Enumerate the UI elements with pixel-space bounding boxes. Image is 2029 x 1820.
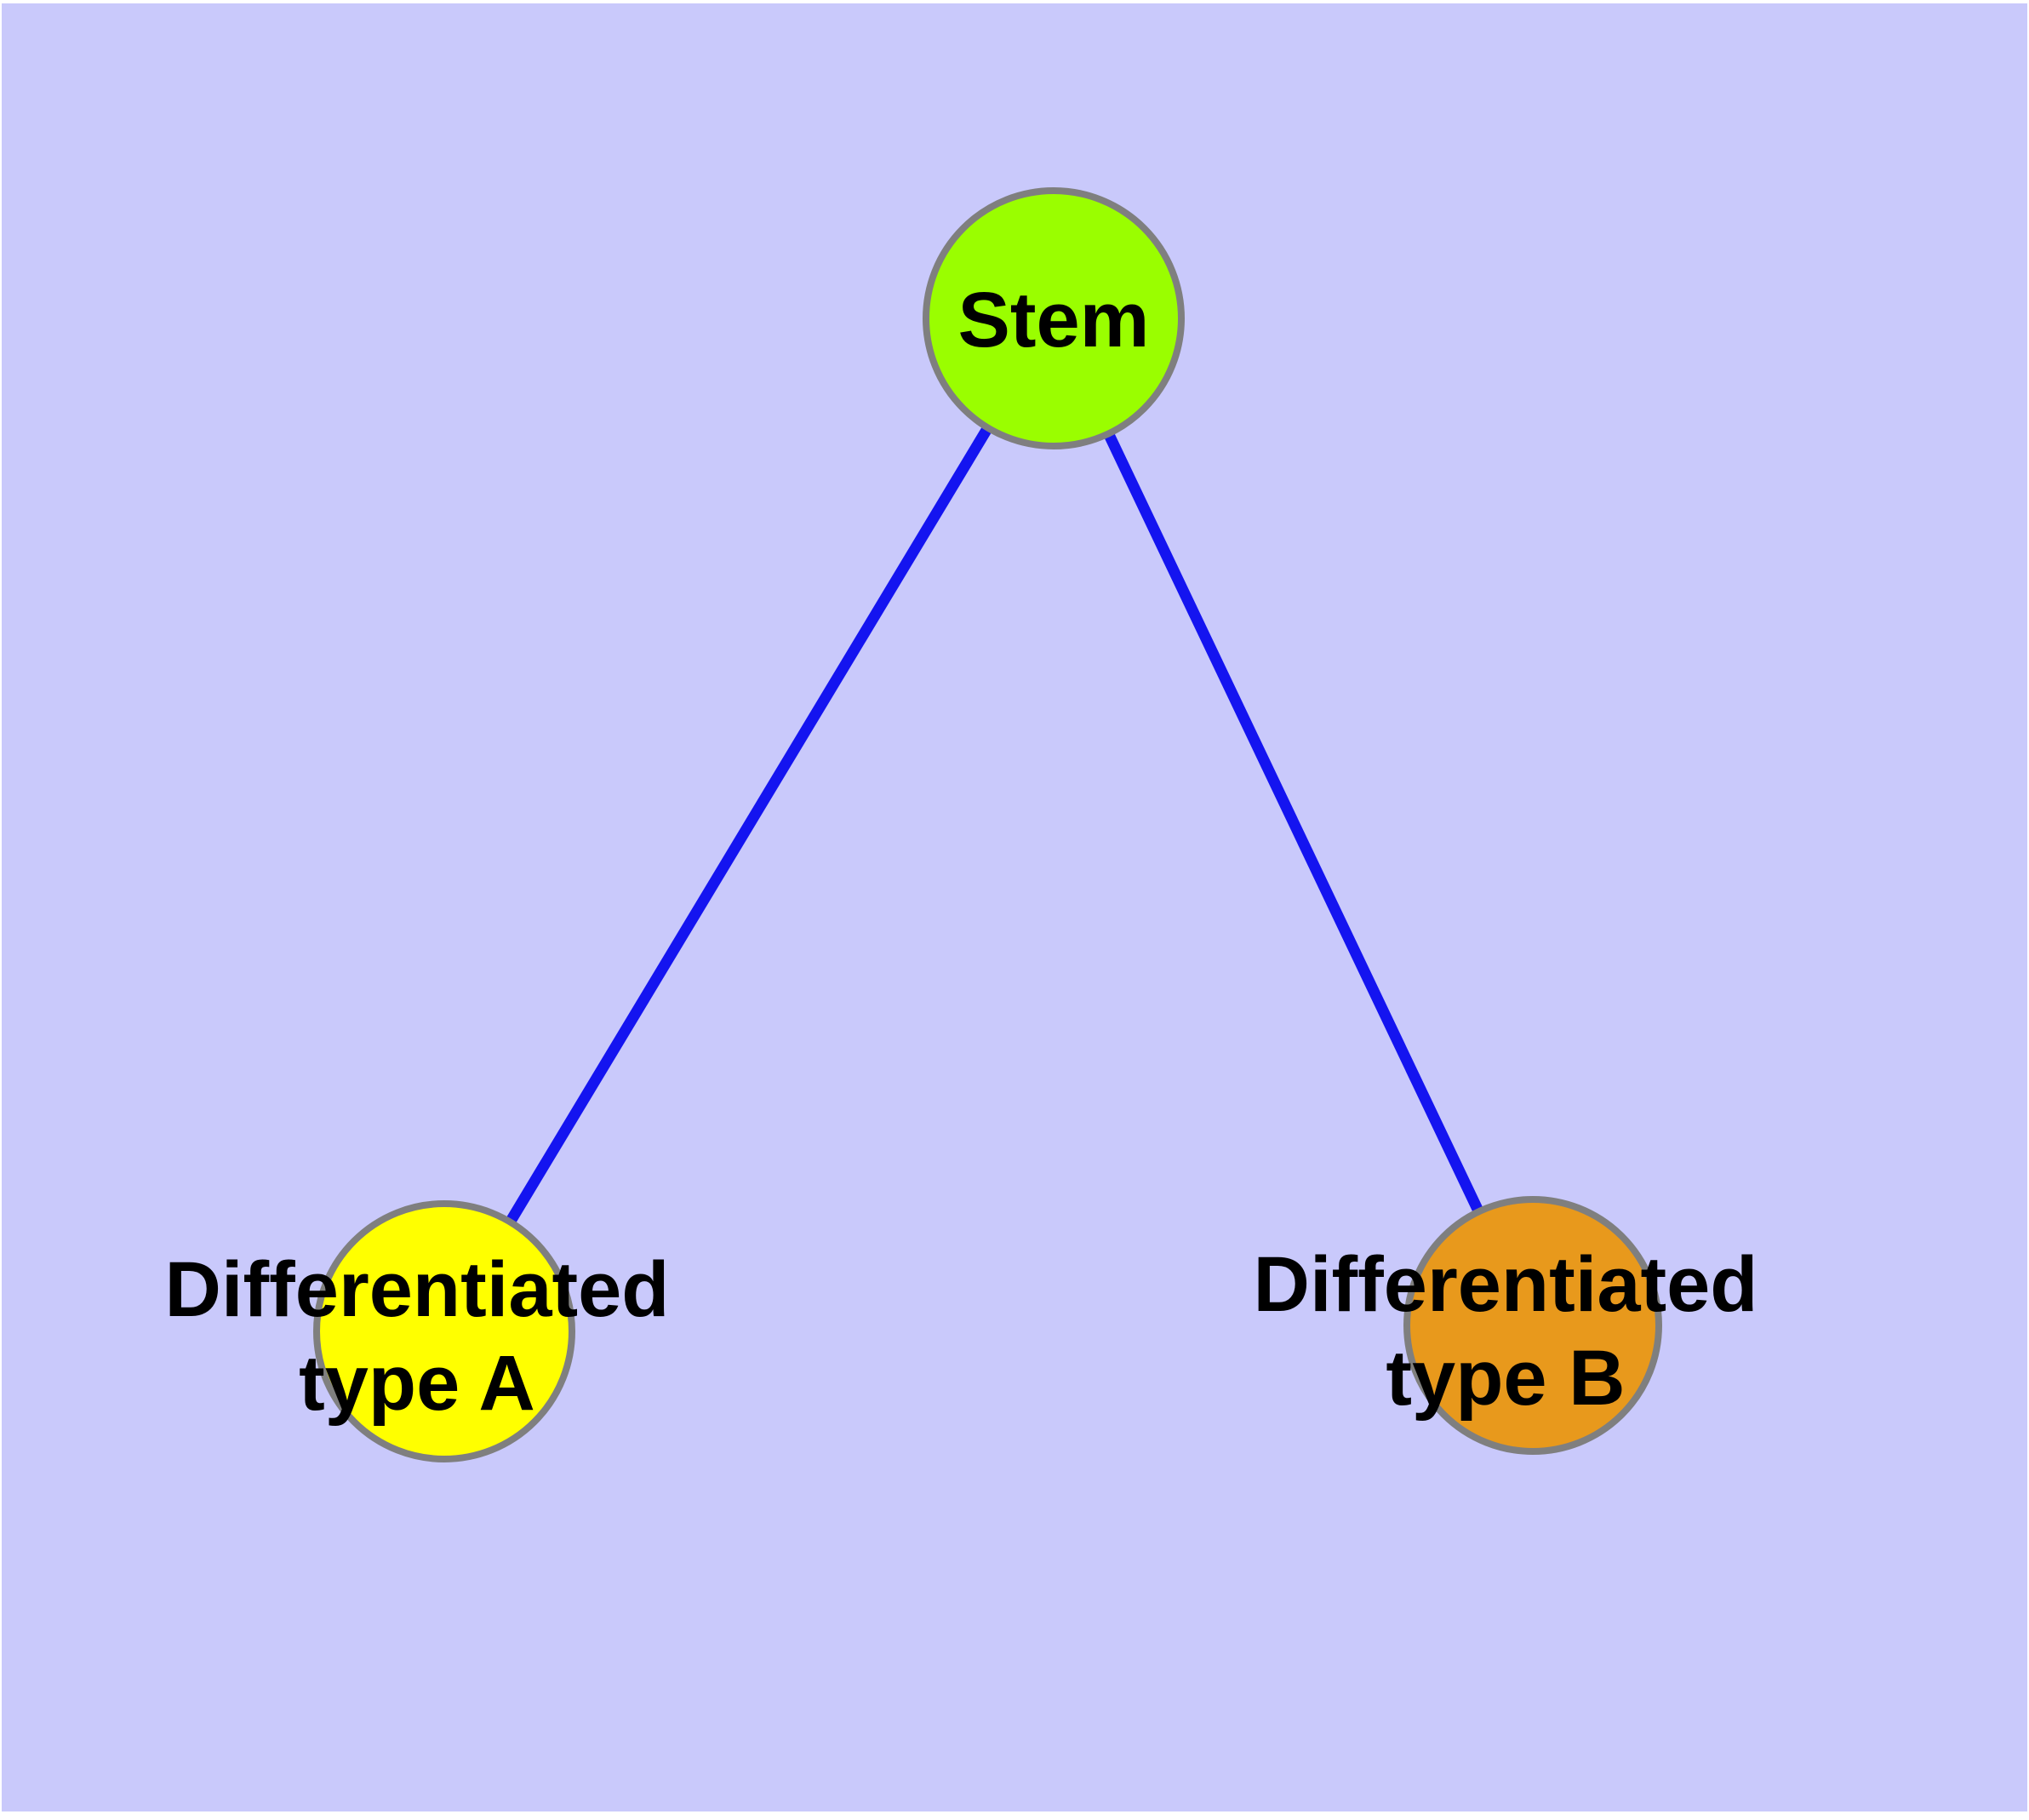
stem-label-text: Stem xyxy=(958,277,1150,363)
type-a-node xyxy=(313,1200,575,1462)
type-a-label-line1: Differentiated xyxy=(165,1246,670,1333)
type-a-label-line2: type A xyxy=(299,1340,535,1427)
edge-stem-to-type-a xyxy=(439,315,1059,1335)
stem-node xyxy=(923,187,1185,449)
edge-stem-to-type-b xyxy=(1049,316,1538,1328)
type-b-label-line1: Differentiated xyxy=(1254,1241,1758,1328)
type-b-label-line2: type B xyxy=(1386,1335,1625,1422)
type-b-node xyxy=(1403,1196,1662,1455)
stem-node-label: Stem xyxy=(958,277,1150,363)
